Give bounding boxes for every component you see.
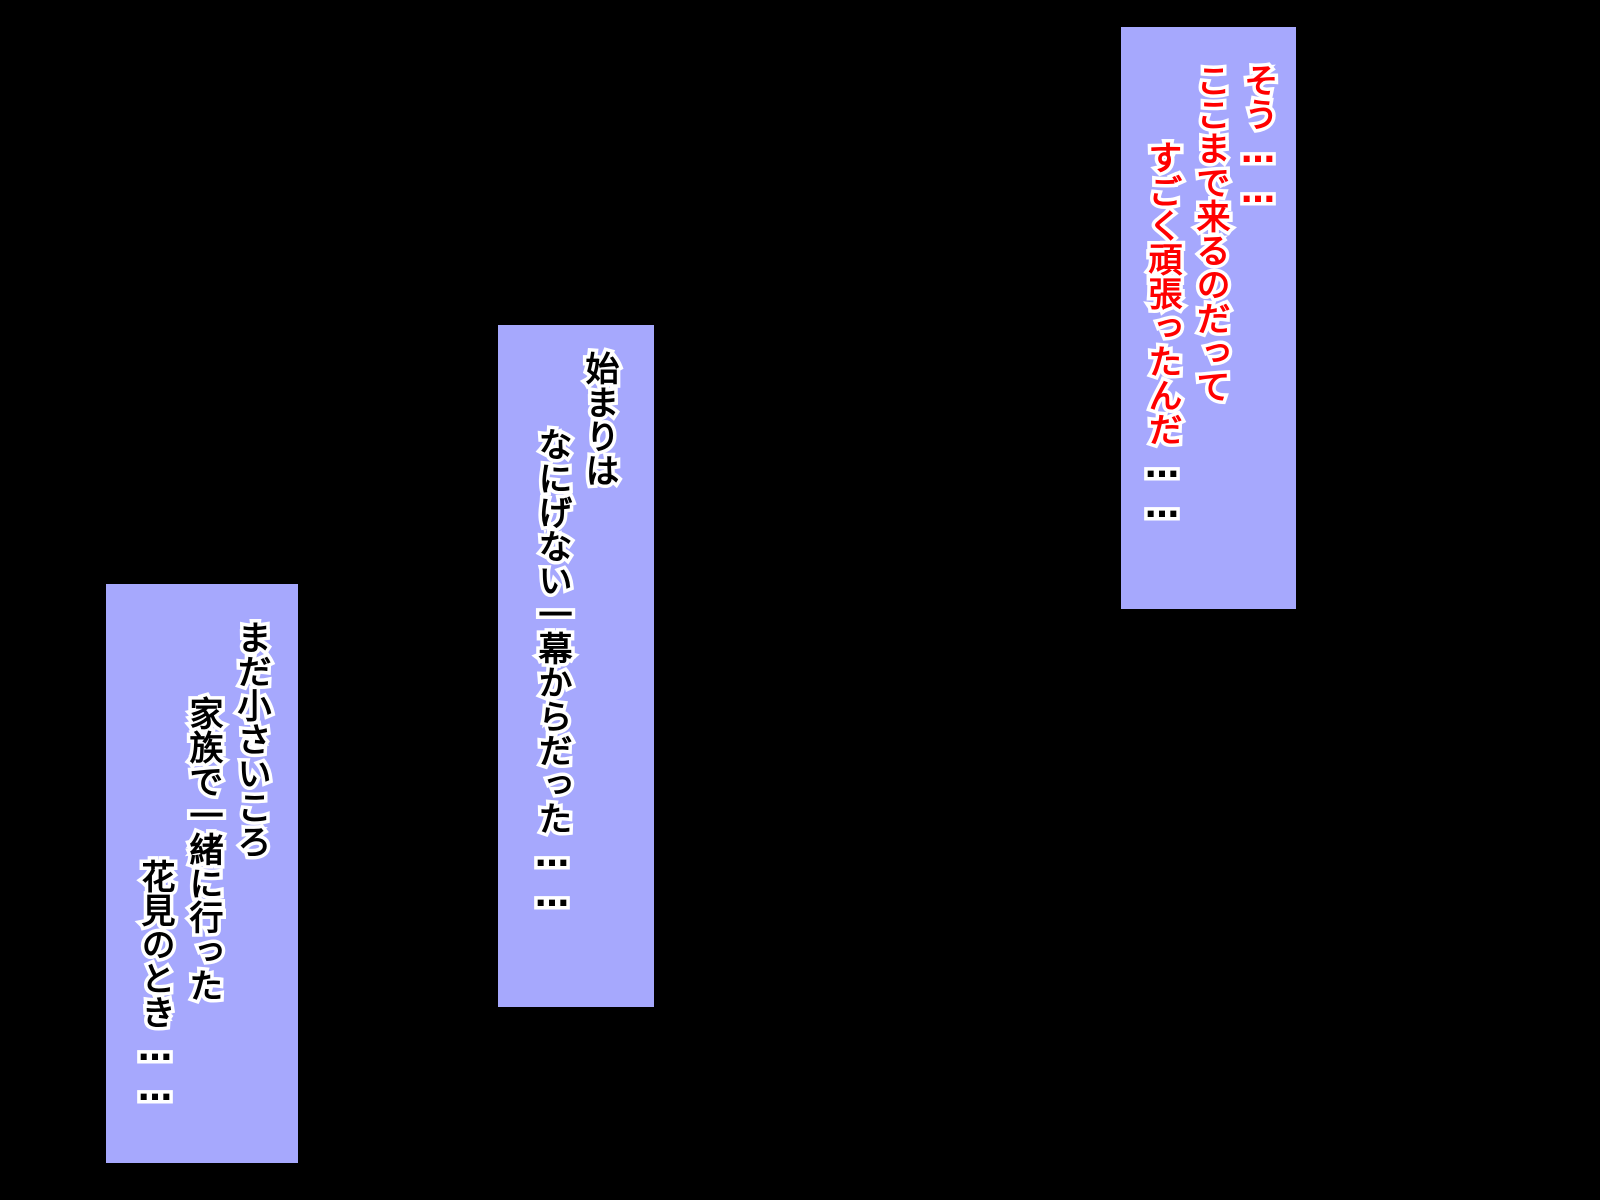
dialogue-line-mixed: すごく頑張ったんだ…… xyxy=(1139,137,1186,530)
dialogue-line-black-part: …… xyxy=(1139,443,1186,530)
dialogue-line: ここまで来るのだって xyxy=(1187,60,1234,407)
dialogue-panel-right: そう…… ここまで来るのだって すごく頑張ったんだ…… xyxy=(1121,27,1296,609)
dialogue-panel-middle: 始まりは なにげない一幕からだった…… xyxy=(498,325,654,1007)
dialogue-line: 家族で一緒に行った xyxy=(180,693,227,1006)
dialogue-line: 花見のとき…… xyxy=(132,856,179,1113)
dialogue-line: 始まりは xyxy=(576,348,623,491)
dialogue-line: まだ小さいころ xyxy=(228,617,275,862)
dialogue-line: なにげない一幕からだった…… xyxy=(529,424,576,919)
dialogue-line-red-part: すごく頑張ったんだ xyxy=(1139,137,1186,450)
dialogue-line: そう…… xyxy=(1235,60,1282,215)
dialogue-panel-left: まだ小さいころ 家族で一緒に行った 花見のとき…… xyxy=(106,584,298,1163)
